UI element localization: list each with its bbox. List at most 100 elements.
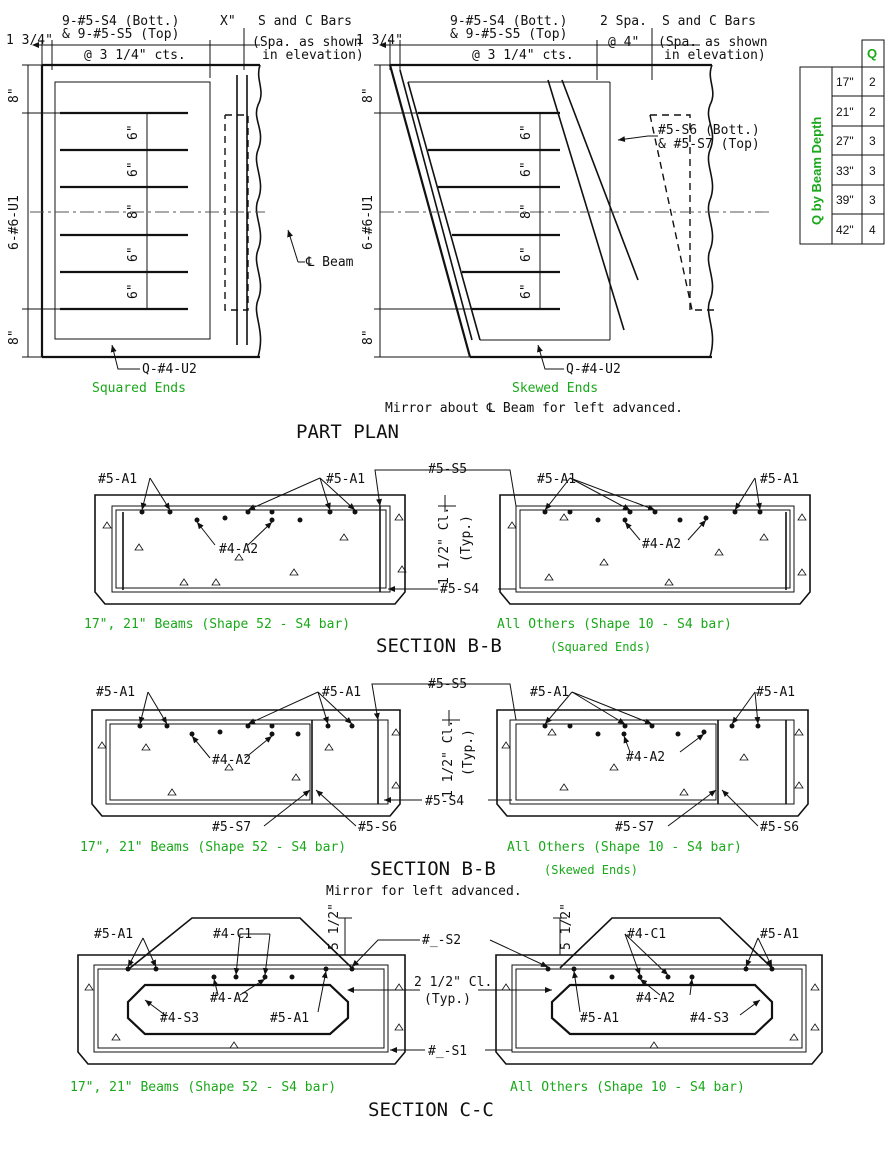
left-sc-line2: (Spa. as shown <box>252 35 362 50</box>
right-spacing-2: 6" <box>519 161 534 177</box>
bb-sk-a1-right2: #5-A1 <box>756 685 795 700</box>
q-value-6: 4 <box>869 223 876 237</box>
bb-sk-subtitle: (Skewed Ends) <box>544 863 638 877</box>
right-top-bars-line2: & 9-#5-S5 (Top) <box>450 27 567 42</box>
bb-sq-a1-right1: #5-A1 <box>537 472 576 487</box>
bb-sq-subtitle: (Squared Ends) <box>550 640 651 654</box>
part-plan-mirror-note: Mirror about ℄ Beam for left advanced. <box>385 401 683 416</box>
cc-s3-right: #4-S3 <box>690 1011 729 1026</box>
right-s6-line2: & #5-S7 (Top) <box>658 137 760 152</box>
bb-sk-a1-right1: #5-A1 <box>530 685 569 700</box>
cc-cap-right: All Others (Shape 10 - S4 bar) <box>510 1080 745 1095</box>
q-value-1: 2 <box>869 75 876 89</box>
part-plan-title: PART PLAN <box>296 421 399 443</box>
bb-sk-a1-mid: #5-A1 <box>322 685 361 700</box>
bb-sq-a1-mid: #5-A1 <box>326 472 365 487</box>
left-spacing-2: 6" <box>126 161 141 177</box>
right-sc-line1: S and C Bars <box>662 14 756 29</box>
cc-dim-left: 5 1/2" <box>327 903 342 950</box>
bb-sk-s4: #5-S4 <box>425 794 464 809</box>
bb-sk-s7-left: #5-S7 <box>212 820 251 835</box>
bb-sq-cap-right: All Others (Shape 10 - S4 bar) <box>497 617 732 632</box>
left-end-dim-top: 8" <box>7 87 22 103</box>
left-spacing-4: 6" <box>126 246 141 262</box>
left-u2-label: Q-#4-U2 <box>142 362 197 377</box>
part-plan-squared: 1 3/4" 9-#5-S4 (Bott.) & 9-#5-S5 (Top) @… <box>6 14 364 396</box>
left-x-dim: X" <box>220 14 236 29</box>
left-end-dim-bottom: 8" <box>7 329 22 345</box>
q-depth-2: 21" <box>836 105 854 119</box>
left-spacing-5: 6" <box>126 283 141 299</box>
bb-sk-a1-left: #5-A1 <box>96 685 135 700</box>
cc-dim-right: 5 1/2" <box>559 903 574 950</box>
section-bb-squared: #5-A1 #5-A1 #5-S5 #5-A1 #5-A1 #4-A2 #4-A… <box>84 462 811 657</box>
cc-a1-inner-left: #5-A1 <box>270 1011 309 1026</box>
right-u1-label: 6-#6-U1 <box>361 195 376 250</box>
right-edge-dim: 1 3/4" <box>356 33 403 48</box>
q-depth-1: 17" <box>836 75 854 89</box>
left-spacing-3: 8" <box>126 203 141 219</box>
bb-sk-title: SECTION B-B <box>370 858 496 880</box>
bb-sq-a1-right2: #5-A1 <box>760 472 799 487</box>
right-end-dim-top: 8" <box>361 87 376 103</box>
bb-sk-s6-right: #5-S6 <box>760 820 799 835</box>
q-depth-6: 42" <box>836 223 854 237</box>
part-plan-skewed: 1 3/4" 9-#5-S4 (Bott.) & 9-#5-S5 (Top) @… <box>356 14 770 416</box>
right-s6-line1: #5-S6 (Bott.) <box>658 123 760 138</box>
right-sc-line3: in elevation) <box>664 48 766 63</box>
bb-sq-clear-line2: (Typ.) <box>459 515 474 562</box>
right-spacing-5: 6" <box>519 283 534 299</box>
bb-sk-s5: #5-S5 <box>428 677 467 692</box>
cc-s1: #_-S1 <box>428 1044 467 1059</box>
bb-sq-a2-right: #4-A2 <box>642 537 681 552</box>
bb-sk-clear-line1: 1 1/2" Cl. <box>441 720 456 798</box>
q-table: Q Q by Beam Depth 17" 2 21" 2 27" 3 33" … <box>799 39 885 245</box>
left-u1-label: 6-#6-U1 <box>7 195 22 250</box>
q-value-3: 3 <box>869 134 876 148</box>
cc-c1-left: #4-C1 <box>213 927 252 942</box>
q-table-row-label: Q by Beam Depth <box>809 117 824 225</box>
left-sc-line1: S and C Bars <box>258 14 352 29</box>
right-spacing-1: 6" <box>519 124 534 140</box>
q-table-header: Q <box>867 46 877 61</box>
left-spacing: @ 3 1/4" cts. <box>84 48 186 63</box>
bb-sq-s4: #5-S4 <box>440 582 479 597</box>
right-sc-line2: (Spa. as shown <box>658 35 768 50</box>
cc-a1-left: #5-A1 <box>94 927 133 942</box>
cc-s2: #_-S2 <box>422 933 461 948</box>
left-top-bars-line1: 9-#5-S4 (Bott.) <box>62 14 179 29</box>
cc-a1-right: #5-A1 <box>760 927 799 942</box>
bb-sk-s7-right: #5-S7 <box>615 820 654 835</box>
bb-sq-s5: #5-S5 <box>428 462 467 477</box>
bb-sk-a2-left: #4-A2 <box>212 753 251 768</box>
left-top-bars-line2: & 9-#5-S5 (Top) <box>62 27 179 42</box>
section-bb-skewed: #5-A1 #5-A1 #5-S5 #5-A1 #5-A1 #4-A2 #4-A… <box>80 677 809 899</box>
left-caption-squared: Squared Ends <box>92 381 186 396</box>
bb-sq-a2-left: #4-A2 <box>219 542 258 557</box>
q-depth-3: 27" <box>836 134 854 148</box>
right-top-bars-line1: 9-#5-S4 (Bott.) <box>450 14 567 29</box>
q-value-5: 3 <box>869 193 876 207</box>
q-value-4: 3 <box>869 164 876 178</box>
right-end-dim-bottom: 8" <box>361 329 376 345</box>
bb-sk-cap-left: 17", 21" Beams (Shape 52 - S4 bar) <box>80 840 346 855</box>
right-u2-label: Q-#4-U2 <box>566 362 621 377</box>
bb-sq-cap-left: 17", 21" Beams (Shape 52 - S4 bar) <box>84 617 350 632</box>
bb-sq-a1-left: #5-A1 <box>98 472 137 487</box>
left-edge-dim: 1 3/4" <box>6 33 53 48</box>
section-cc: #5-A1 #4-C1 5 1/2" #_-S2 5 1/2" #4-C1 #5… <box>70 903 823 1121</box>
cc-clear-line2: (Typ.) <box>424 992 471 1007</box>
bb-sq-clear-line1: 1 1/2" Cl. <box>437 507 452 585</box>
right-spacing-3: 8" <box>519 203 534 219</box>
left-beam-cl: ℄ Beam <box>305 255 354 270</box>
q-value-2: 2 <box>869 105 876 119</box>
q-depth-4: 33" <box>836 164 854 178</box>
right-spacing-4: 6" <box>519 246 534 262</box>
bb-sk-s6-left: #5-S6 <box>358 820 397 835</box>
bb-sq-title: SECTION B-B <box>376 635 502 657</box>
right-spa-dim-line1: 2 Spa. <box>600 14 647 29</box>
bb-sk-a2-right: #4-A2 <box>626 750 665 765</box>
cc-title: SECTION C-C <box>368 1099 494 1121</box>
cc-cap-left: 17", 21" Beams (Shape 52 - S4 bar) <box>70 1080 336 1095</box>
